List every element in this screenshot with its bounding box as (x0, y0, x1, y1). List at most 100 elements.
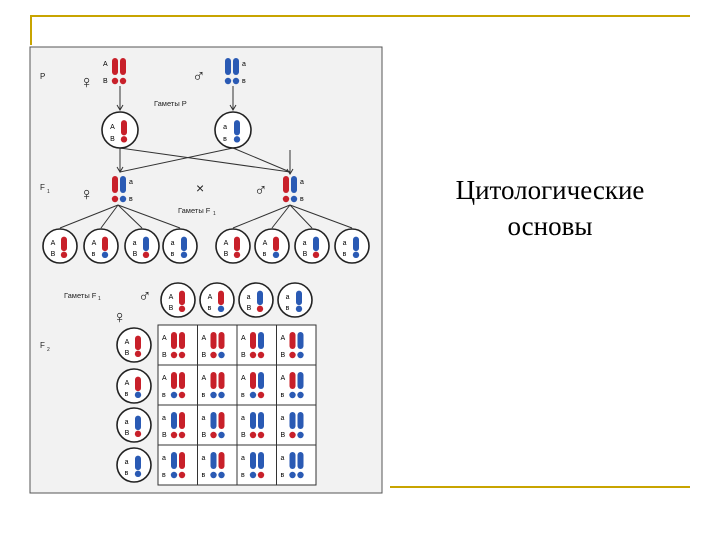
allele-label: а (343, 240, 347, 247)
allele-label: в (171, 251, 175, 258)
allele-label: B (51, 251, 56, 258)
male-symbol: ♂ (192, 66, 206, 86)
chromosome-dot (218, 351, 225, 359)
gamete-long-chromosome (234, 236, 240, 252)
allele-label: в (263, 251, 267, 258)
allele-label: A (51, 240, 56, 247)
female-symbol: ♀ (80, 72, 94, 92)
punnett-row-gamete: AB (116, 327, 152, 363)
punnett-cell-genotype: Aв (162, 372, 186, 399)
gamete-long-chromosome (273, 236, 279, 252)
allele-label: B (169, 305, 174, 312)
allele-label: в (129, 196, 133, 203)
allele-label: в (92, 251, 96, 258)
chromosome-dot (289, 351, 296, 359)
chromosome (210, 372, 217, 389)
f1-female-gamete: ав (162, 228, 198, 264)
gamete-long-chromosome (296, 290, 302, 306)
chromosome (120, 58, 126, 75)
chromosome-dot (170, 471, 178, 479)
gamete-short-chromosome (295, 305, 303, 313)
punnett-female-symbol: ♀ (113, 307, 127, 327)
allele-label: A (125, 339, 130, 346)
gamete-short-chromosome (120, 136, 128, 143)
connector-line (59, 204, 119, 229)
chromosome (179, 452, 185, 469)
gamete-long-chromosome (135, 376, 141, 392)
chromosome-dot (218, 431, 225, 439)
allele-label: A (202, 375, 207, 382)
punnett-cell-genotype: аB (162, 412, 186, 439)
punnett-cell-genotype: Aв (241, 372, 265, 399)
gamete-short-chromosome (134, 430, 142, 438)
gamete-outline (42, 228, 78, 264)
f1-female-gamete: аB (124, 228, 160, 264)
label-gametes-p: Гаметы Р (154, 99, 187, 108)
chromosome-dot (111, 195, 119, 203)
gamete-outline (160, 282, 196, 318)
allele-label: A (162, 375, 167, 382)
chromosome-dot (289, 391, 296, 399)
f1-female-gamete: Aв (83, 228, 119, 264)
punnett-cell-genotype: ав (202, 452, 225, 479)
gamete-outline (215, 228, 251, 264)
allele-label: в (241, 392, 245, 399)
f1-male-gamete: ав (334, 228, 370, 264)
connector-line (289, 204, 313, 229)
gamete-long-chromosome (257, 290, 263, 306)
gamete-long-chromosome (181, 236, 187, 252)
punnett-cell-genotype: AB (202, 332, 225, 359)
gamete-short-chromosome (217, 305, 225, 313)
chromosome (218, 452, 225, 469)
chromosome-dot (170, 391, 178, 399)
punnett-cell-genotype: AB (241, 332, 265, 359)
allele-label: а (162, 415, 166, 422)
f1-male-genotype: ав (282, 176, 304, 203)
slide-title-line-2: основы (507, 211, 593, 241)
gamete-long-chromosome (143, 236, 149, 252)
allele-label: а (162, 455, 166, 462)
allele-label: а (125, 459, 129, 466)
allele-label: A (169, 294, 174, 301)
chromosome-dot (170, 431, 178, 439)
gamete-outline (116, 447, 152, 483)
slide-title-line-1: Цитологические (455, 175, 645, 205)
punnett-row-gamete: ав (116, 447, 152, 483)
allele-label: A (103, 61, 108, 68)
f1-female-symbol: ♀ (80, 184, 94, 204)
gamete-outline (277, 282, 313, 318)
gamete-outline (214, 111, 252, 149)
gamete-outline (83, 228, 119, 264)
chromosome (250, 452, 256, 469)
allele-label: а (241, 415, 245, 422)
allele-label: A (241, 375, 246, 382)
gamete-short-chromosome (233, 251, 241, 259)
gamete-short-chromosome (101, 251, 109, 259)
allele-label: A (162, 335, 167, 342)
connector-line (271, 204, 291, 229)
allele-label: A (92, 240, 97, 247)
chromosome (258, 372, 264, 389)
chromosome (171, 452, 177, 469)
chromosome-dot (224, 77, 232, 85)
allele-label: в (286, 305, 290, 312)
chromosome (258, 412, 264, 429)
punnett-row-gamete: Aв (116, 368, 152, 404)
allele-label: а (223, 124, 227, 131)
chromosome-dot (178, 351, 186, 359)
chromosome (250, 332, 256, 349)
chromosome (233, 58, 239, 75)
chromosome (112, 176, 118, 193)
allele-label: а (281, 455, 285, 462)
label-gametes-f1: Гаметы F (64, 291, 97, 300)
top-rule (30, 15, 690, 17)
punnett-cell-genotype: аB (241, 412, 265, 439)
chromosome-dot (290, 195, 298, 203)
label-gametes-f1-sub: 1 (98, 296, 101, 302)
arrow-head (116, 166, 124, 173)
gamete-short-chromosome (233, 136, 241, 143)
chromosome (179, 332, 185, 349)
allele-label: а (171, 240, 175, 247)
chromosome-dot (210, 391, 217, 399)
